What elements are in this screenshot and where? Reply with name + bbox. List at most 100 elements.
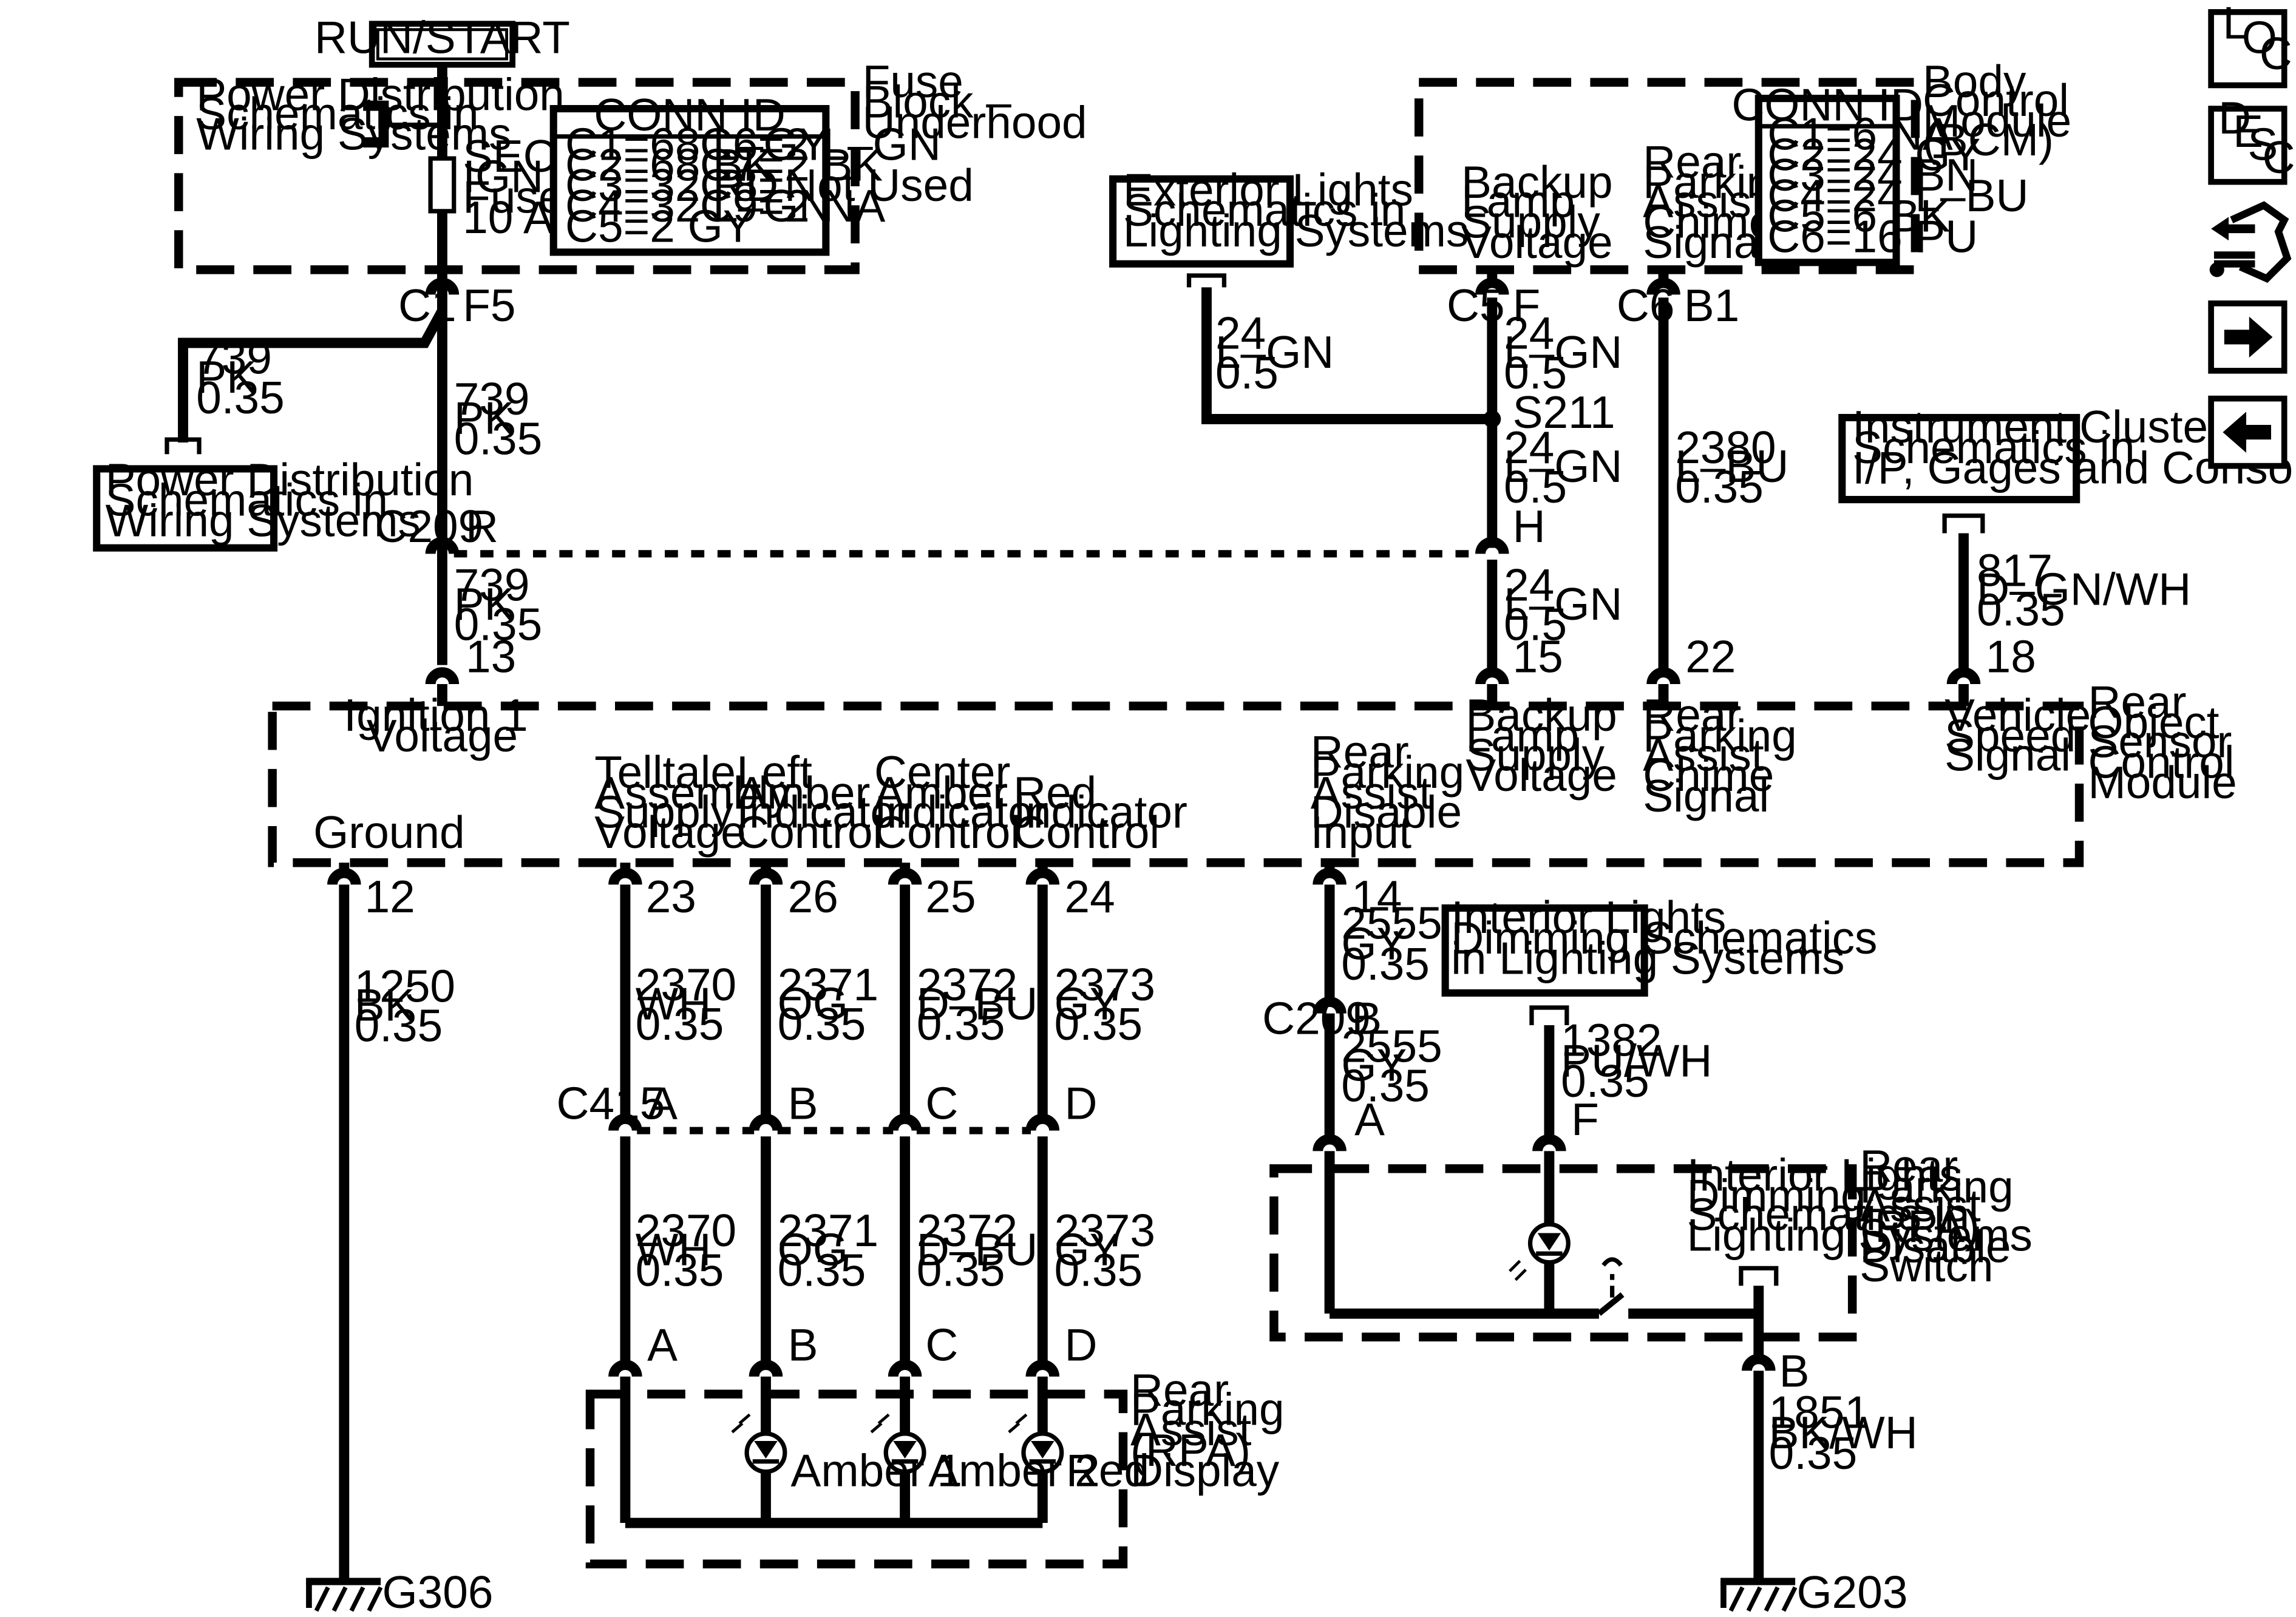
svg-text:2373GY0.35: 2373GY0.35	[1055, 1205, 1155, 1295]
svg-text:S: S	[2247, 118, 2278, 169]
svg-text:R: R	[466, 501, 498, 552]
svg-text:Amber 2: Amber 2	[928, 1445, 1100, 1496]
backup-wire-label-2: 24 L–GN 0.5	[1504, 422, 1635, 512]
fuse-icon	[428, 156, 457, 214]
svg-text:C: C	[2260, 28, 2292, 79]
svg-text:C209: C209	[1262, 992, 1371, 1043]
svg-text:Backup Lamp Supply: Backup Lamp Supply Voltage	[1466, 690, 1629, 801]
svg-text:Ground: Ground	[313, 807, 464, 858]
svg-text:2370WH0.35: 2370WH0.35	[636, 1205, 736, 1295]
svg-text:B: B	[1779, 1346, 1810, 1397]
repair-tools-icon[interactable]	[2209, 201, 2292, 283]
svg-text:A: A	[1354, 1094, 1385, 1145]
svg-text:O: O	[2242, 12, 2277, 63]
backup-wire-label-3: 24 L–GN 0.5	[1504, 559, 1635, 649]
svg-text:C: C	[925, 1077, 958, 1128]
bcm-chime-label: Rear Parking Assist Chime Signal	[1643, 136, 1809, 268]
run-start-label: RUN/START	[314, 12, 570, 63]
svg-text:G306: G306	[382, 1567, 494, 1617]
switch-contact-icon	[1597, 1257, 1761, 1319]
svg-text:2371OG0.35: 2371OG0.35	[778, 959, 878, 1049]
ground-wire-label: 1250 BK 0.35	[355, 960, 468, 1051]
svg-text:12: 12	[365, 871, 415, 922]
previous-page-button[interactable]	[2208, 395, 2288, 469]
svg-text:Red: Red	[1066, 1445, 1149, 1496]
svg-text:Amber 1: Amber 1	[790, 1445, 962, 1496]
location-button[interactable]: L O C	[2208, 0, 2292, 89]
switch-ground-wire-label: 1851 BK/WH 0.35	[1769, 1386, 1931, 1479]
rpa-display: A B C D Rear Parking Assist (RPA) Displa…	[585, 1319, 1297, 1568]
ground-g306-icon: G306	[306, 1567, 493, 1617]
rpa-display-label: Rear Parking Assist (RPA) Display	[1130, 1364, 1297, 1496]
interior-lights-dimming-ref: Interior Lights Dimming Schematics in Li…	[1441, 892, 1890, 1142]
svg-text:C209: C209	[375, 501, 483, 552]
svg-text:Rear Parking Assis: Rear Parking Assist Disable Input	[1311, 726, 1477, 858]
svg-text:15: 15	[1513, 631, 1563, 682]
ign-wire-label-1: 739 PK 0.35	[454, 373, 543, 464]
disable-wire-label-1: 2555 GY 0.35	[1341, 898, 1455, 990]
svg-text:B1: B1	[1684, 280, 1739, 331]
svg-text:G203: G203	[1797, 1567, 1908, 1617]
splice-s211	[1483, 410, 1501, 428]
power-distribution-ref: Power Distribution Schematics in Wiring …	[196, 69, 577, 159]
svg-text:Interior Lights Dimming: Interior Lights Dimming Schematics in Li…	[1451, 892, 1890, 984]
svg-text:L: L	[2223, 0, 2248, 48]
arrow-right-icon	[2224, 316, 2273, 358]
svg-text:C1: C1	[398, 280, 457, 331]
rpa-disable-switch: A F Rear Parking Assist (RPA) Disable Sw…	[1269, 1094, 2033, 1397]
splice-label: S211	[1513, 387, 1615, 438]
led-amber-2-icon	[870, 1413, 926, 1474]
svg-text:B: B	[1351, 992, 1382, 1043]
connector-c1-f5: C1 F5	[398, 277, 515, 665]
connector-c209-upper: C209 R H	[375, 501, 1546, 558]
led-red-icon	[1008, 1413, 1064, 1474]
svg-text:B: B	[788, 1077, 818, 1128]
description-button[interactable]: D E S C	[2208, 92, 2295, 185]
svg-text:Rear Parking Assis: Rear Parking Assist Chime Signal	[1643, 690, 1809, 821]
svg-text:C1=6 NA C2=24 GY: C1=6 NA C2=24 GY C3=24 BN C4=24 L–BU C5=…	[1767, 109, 2041, 262]
svg-text:1382 PU/WH 0.35: 1382 PU/WH 0.35	[1561, 1015, 1725, 1107]
svg-text:D: D	[2218, 92, 2251, 143]
bcm-conn-id-table: CONN ID C1=6 NA C2=24 GY C3=24 BN C4=24 …	[1731, 79, 2041, 266]
fuse-rating: SEO IGN Fuse 10 A	[463, 131, 576, 243]
chime-wire-label: 2380 L–BU 0.35	[1675, 422, 1801, 512]
fuse-block-underhood: Fuse Block – Underhood Power Distributio…	[174, 56, 1087, 285]
svg-text:23: 23	[646, 871, 696, 922]
fuse-block-label: Fuse Block – Underhood	[863, 56, 1087, 148]
rear-object-sensor-module: Rear Object Sensor Control Module 13 15 …	[268, 631, 2237, 922]
svg-text:817 D–GN/WH 0.35: 817 D–GN/WH 0.35	[1977, 544, 2204, 635]
svg-text:14: 14	[1351, 871, 1402, 922]
svg-text:739 PK 0.35: 739 PK 0.35	[196, 333, 285, 423]
svg-text:C1=68 L–GY C2=68 BK: C1=68 L–GY C2=68 BK C3=32 RD C4=32 L–GN …	[565, 118, 844, 251]
backup-wire-label-1: 24 L–GN 0.5	[1504, 308, 1635, 398]
svg-text:2372D–BU0.35: 2372D–BU0.35	[917, 1205, 1038, 1295]
svg-text:2370WH0.35: 2370WH0.35	[636, 959, 736, 1049]
svg-text:CONN ID: CONN ID	[594, 89, 786, 140]
svg-text:B: B	[788, 1319, 818, 1370]
svg-text:Left Amber Indicat: Left Amber Indicator Control	[736, 747, 923, 858]
svg-text:Red Indicator Cont: Red Indicator Control	[1013, 767, 1200, 858]
svg-text:2372D–BU0.35: 2372D–BU0.35	[917, 959, 1038, 1049]
svg-text:25: 25	[925, 871, 976, 922]
svg-text:26: 26	[788, 871, 838, 922]
svg-text:A: A	[647, 1077, 678, 1128]
power-distribution-ref-2: Power Distribution Schematics in Wiring …	[106, 454, 486, 546]
ground-g203-icon: G203	[1720, 1567, 1907, 1617]
svg-text:C: C	[2263, 132, 2295, 183]
svg-text:24: 24	[1065, 871, 1115, 922]
svg-text:Ignition 1 Voltage: Ignition 1 Voltage	[344, 690, 540, 761]
pd-branch-wire: 739 PK 0.35 Power Distribution Schematic…	[93, 308, 486, 552]
switch-dimming-ref: Interior Lights Dimming Schematics in Li…	[1687, 1150, 2033, 1261]
rosm-top-pins: 13 15 22 18	[425, 631, 2036, 707]
svg-text:Telltale Assembly: Telltale Assembly Supply Voltage	[594, 747, 804, 858]
disable-wire-label-2: 2555 GY 0.35	[1341, 1020, 1455, 1111]
next-page-button[interactable]	[2208, 300, 2288, 374]
svg-text:C415: C415	[557, 1077, 665, 1128]
svg-text:Exterior Lights Schemati: Exterior Lights Schematics in Lighting S…	[1123, 164, 1469, 256]
svg-text:C: C	[925, 1319, 958, 1370]
svg-text:18: 18	[1986, 631, 2036, 682]
fuse-block-conn-id-table: CONN ID C1=68 L–GY C2=68 BK C3=32 RD C4=…	[549, 89, 974, 256]
led-amber-1-icon	[731, 1413, 787, 1474]
switch-lamp-icon	[1509, 1222, 1571, 1281]
